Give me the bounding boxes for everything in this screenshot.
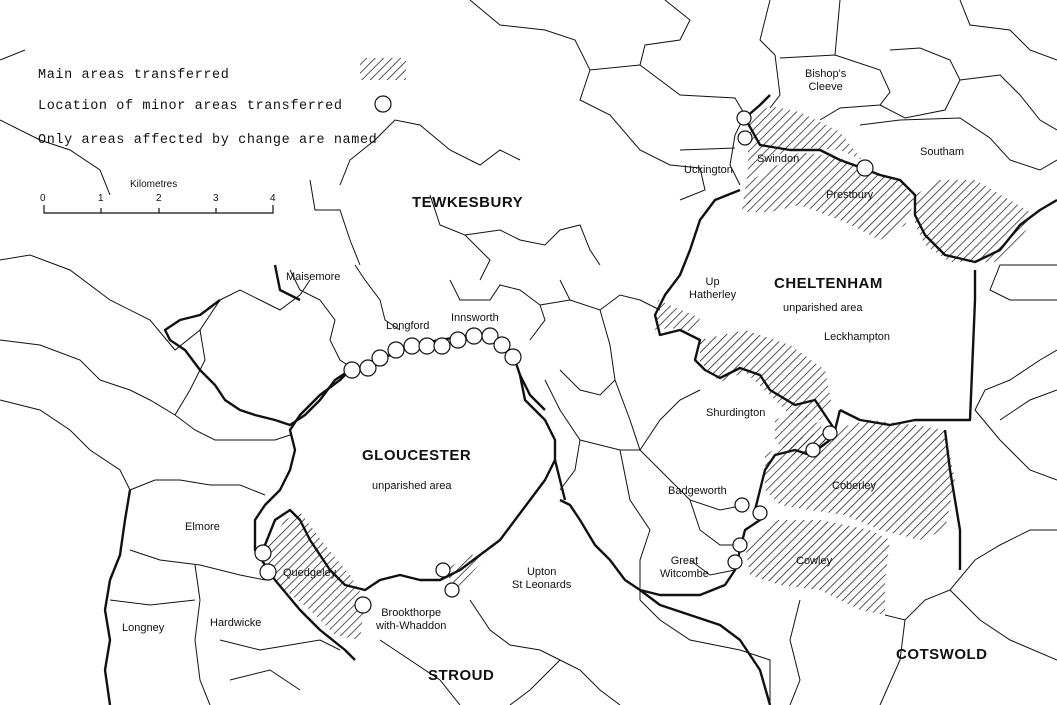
parish-elmore: Elmore <box>185 521 220 533</box>
parish-innsworth: Innsworth <box>451 312 499 324</box>
legend-hatch-swatch <box>360 58 406 80</box>
district-cotswold: COTSWOLD <box>896 646 988 663</box>
boundary-gloucester-ext <box>518 374 546 411</box>
scale-tick-0: 0 <box>40 193 46 204</box>
parish-quedgeley: Quedgeley <box>283 567 337 579</box>
scale-tick-2: 2 <box>156 193 162 204</box>
parish-longney: Longney <box>122 622 165 634</box>
parish-coberley: Coberley <box>832 480 877 492</box>
legend-main-areas: Main areas transferred <box>38 68 230 83</box>
boundary-cheltenham-east <box>839 270 977 427</box>
area-up-hatherley <box>655 300 700 332</box>
parish-uckington: Uckington <box>684 164 733 176</box>
unparished-gloucester: unparished area <box>372 480 452 492</box>
area-swindon <box>742 106 862 210</box>
boundary-tewkesbury-west <box>163 299 351 427</box>
district-tewkesbury: TEWKESBURY <box>412 194 524 211</box>
boundary-maisemore <box>273 264 301 302</box>
parish-maisemore: Maisemore <box>286 271 341 283</box>
district-gloucester: GLOUCESTER <box>362 447 472 464</box>
area-southam-east <box>915 180 1035 262</box>
transferred-areas <box>265 106 1035 640</box>
legend-note: Only areas affected by change are named <box>38 133 378 148</box>
parish-longford: Longford <box>386 320 430 332</box>
area-upton-small <box>445 552 490 590</box>
scale-tick-3: 3 <box>213 193 219 204</box>
parish-brookthorpe: Brookthorpe with-Whaddon <box>376 607 447 632</box>
district-stroud: STROUD <box>428 667 495 684</box>
boundary-gloucester <box>253 333 557 592</box>
parish-shurdington: Shurdington <box>706 407 766 419</box>
parish-great-witcombe: Great Witcombe <box>660 555 709 580</box>
boundary-stroud-west <box>553 459 567 501</box>
parish-hardwicke: Hardwicke <box>210 617 262 629</box>
boundary-coberley-south <box>559 439 831 597</box>
scale-tick-4: 4 <box>270 193 276 204</box>
parish-up-hatherley: Up Hatherley <box>689 276 737 301</box>
boundary-cotswold-east <box>943 429 962 570</box>
legend-minor-areas: Location of minor areas transferred <box>38 99 343 114</box>
unparished-cheltenham: unparished area <box>783 302 863 314</box>
boundary-stroud-east <box>639 589 772 705</box>
parish-swindon: Swindon <box>757 153 800 165</box>
parish-leckhampton: Leckhampton <box>824 331 891 343</box>
parish-upton-st-leonards: Upton St Leonards <box>512 566 572 591</box>
parish-southam: Southam <box>920 146 965 158</box>
legend-circle-swatch <box>374 95 392 113</box>
area-quedgeley <box>265 512 365 640</box>
minor-area-markers <box>254 110 874 614</box>
area-prestbury <box>745 152 915 240</box>
boundary-cheltenham-outer <box>743 117 1057 264</box>
area-leckhampton <box>700 330 832 420</box>
boundary-stroud-north <box>103 489 132 705</box>
parish-cowley: Cowley <box>796 555 833 567</box>
parish-prestbury: Prestbury <box>826 189 874 201</box>
scale-tick-1: 1 <box>98 193 104 204</box>
scale-bar <box>43 205 274 214</box>
area-cowley <box>745 520 890 615</box>
district-cheltenham: CHELTENHAM <box>774 275 883 292</box>
parish-bishops-cleeve: Bishop's Cleeve <box>805 68 847 93</box>
boundary-cheltenham-west <box>653 188 842 432</box>
scale-title: Kilometres <box>130 179 178 190</box>
district-boundaries <box>103 94 1057 705</box>
parish-badgeworth: Badgeworth <box>668 485 727 497</box>
